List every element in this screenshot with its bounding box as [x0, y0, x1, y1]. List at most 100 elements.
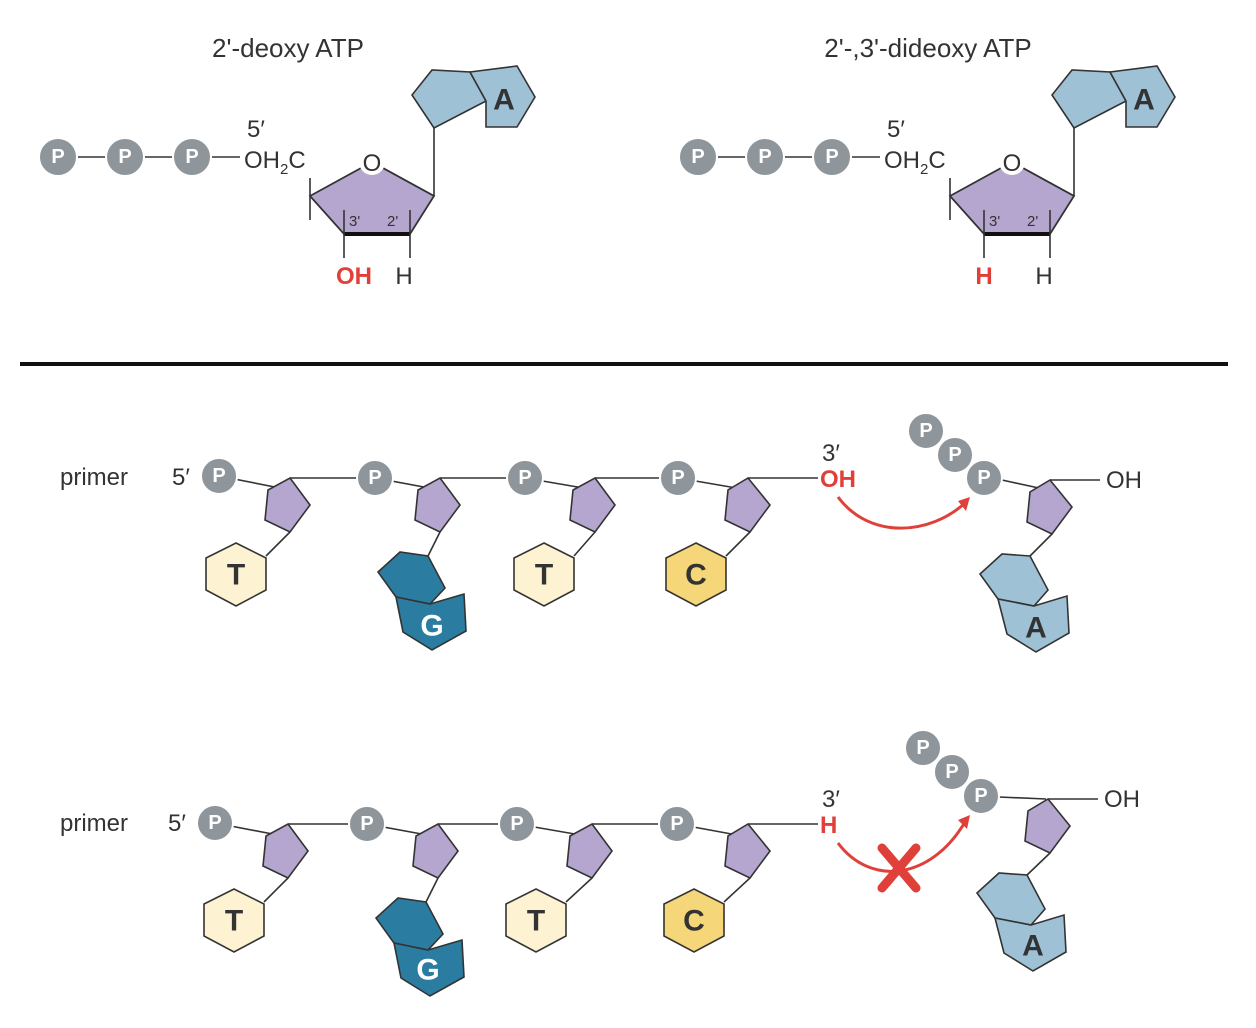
thymine-label: T — [225, 905, 243, 938]
two-prime-h: H — [1035, 263, 1052, 290]
phosphate-2 — [356, 459, 394, 497]
phosphate-1-label: P — [208, 812, 221, 834]
sugar-4 — [724, 476, 772, 534]
phosphate-2-label: P — [368, 467, 381, 489]
five-prime-label: 5′ — [887, 116, 905, 143]
deoxy-atp-title: 2'-deoxy ATP — [212, 33, 364, 63]
three-prime-label: 3′ — [822, 786, 840, 813]
sugar-1 — [264, 476, 311, 534]
incoming-phosphate-beta-label: P — [945, 761, 958, 783]
chain-termination-row: primer 5′ P P P P T G T C — [60, 729, 1140, 997]
five-prime-label: 5′ — [168, 810, 186, 837]
thymine-base — [205, 542, 267, 607]
phosphate-3 — [812, 137, 852, 177]
thymine-label: T — [227, 559, 245, 592]
guanine-five-ring — [376, 551, 446, 605]
phosphate-3-label: P — [825, 146, 838, 168]
three-prime-h: H — [820, 812, 837, 839]
sugar-2 — [414, 476, 461, 534]
carbon-3-label: 3' — [989, 213, 1000, 230]
blocked-x-icon — [877, 843, 921, 893]
incoming-phosphate-gamma-label: P — [919, 420, 932, 442]
incoming-oh: OH — [1106, 467, 1142, 494]
incoming-adenine-label: A — [1022, 930, 1044, 963]
deoxy-atp-structure: 2'-deoxy ATP P P P 5′ OH2C O 3' 2' OH H … — [38, 33, 536, 290]
three-prime-oh: OH — [336, 263, 372, 290]
adenine-label: A — [493, 84, 515, 117]
dideoxy-atp-structure: 2'-,3'-dideoxy ATP P P P 5′ OH2C O 3' 2'… — [678, 33, 1176, 290]
phosphate-1 — [678, 137, 718, 177]
two-prime-h: H — [395, 263, 412, 290]
ring-oxygen: O — [1003, 150, 1022, 177]
incoming-phosphate-alpha — [962, 777, 1000, 815]
sugar-1 — [262, 822, 309, 880]
incoming-sugar — [1024, 797, 1072, 855]
incoming-adenine-six-ring — [996, 594, 1070, 653]
primer-extension-row: primer 5′ P P P P T G — [60, 412, 1142, 653]
phosphate-2 — [105, 137, 145, 177]
phosphate-3-label: P — [185, 146, 198, 168]
thymine-label: T — [535, 559, 553, 592]
cytosine-label: C — [683, 905, 705, 938]
incoming-phosphate-beta — [936, 436, 974, 474]
sugar-4 — [724, 822, 772, 880]
incoming-phosphate-alpha-label: P — [977, 467, 990, 489]
cytosine-label: C — [685, 559, 707, 592]
incoming-oh: OH — [1104, 786, 1140, 813]
arrowhead — [958, 815, 970, 829]
guanine-label: G — [416, 954, 439, 987]
five-prime-label: 5′ — [172, 464, 190, 491]
cytosine-base — [665, 542, 727, 607]
guanine-six-ring — [394, 592, 467, 651]
phosphate-1 — [200, 457, 238, 495]
incoming-phosphate-beta — [933, 753, 971, 791]
incoming-phosphate-gamma — [904, 729, 942, 767]
incoming-phosphate-gamma-label: P — [916, 737, 929, 759]
phosphate-3 — [172, 137, 212, 177]
sugar-3 — [569, 476, 616, 534]
guanine-five-ring — [374, 897, 444, 951]
phosphate-2-label: P — [758, 146, 771, 168]
oh2c-group: OH2C — [884, 147, 946, 178]
phosphate-2 — [745, 137, 785, 177]
adenine-six-ring — [1108, 65, 1176, 128]
five-prime-label: 5′ — [247, 116, 265, 143]
incoming-phosphate-alpha-label: P — [974, 785, 987, 807]
sugar-2 — [412, 822, 459, 880]
sugar-3 — [566, 822, 613, 880]
phosphate-1 — [196, 804, 234, 842]
incoming-phosphate-gamma — [907, 412, 945, 450]
arrowhead — [958, 497, 970, 511]
primer-label: primer — [60, 810, 128, 837]
incoming-phosphate-beta-label: P — [948, 444, 961, 466]
thymine-base — [513, 542, 575, 607]
phosphate-2 — [348, 805, 386, 843]
phosphate-1-label: P — [51, 146, 64, 168]
incoming-phosphate-alpha — [965, 459, 1003, 497]
carbon-2-label: 2' — [1027, 213, 1038, 230]
adenine-five-ring — [1051, 69, 1128, 130]
phosphate-3 — [506, 459, 544, 497]
incoming-adenine-five-ring — [978, 553, 1049, 607]
phosphate-4 — [659, 459, 697, 497]
phosphate-1-label: P — [212, 465, 225, 487]
incoming-adenine-six-ring — [993, 913, 1067, 972]
incoming-adenine-label: A — [1025, 612, 1047, 645]
guanine-label: G — [420, 610, 443, 643]
oh2c-group: OH2C — [244, 147, 306, 178]
three-prime-h: H — [975, 263, 992, 290]
carbon-2-label: 2' — [387, 213, 398, 230]
incoming-sugar — [1026, 478, 1074, 536]
phosphate-3-label: P — [510, 813, 523, 835]
phosphate-4 — [658, 805, 696, 843]
adenine-five-ring — [411, 69, 488, 130]
three-prime-oh: OH — [820, 466, 856, 493]
phosphate-2-label: P — [118, 146, 131, 168]
dideoxy-atp-title: 2'-,3'-dideoxy ATP — [824, 33, 1031, 63]
thymine-base — [505, 888, 567, 953]
phosphate-2-label: P — [360, 813, 373, 835]
thymine-base — [203, 888, 265, 953]
bond-formation-arrow — [836, 496, 967, 530]
adenine-six-ring — [468, 65, 536, 128]
phosphate-1-label: P — [691, 146, 704, 168]
